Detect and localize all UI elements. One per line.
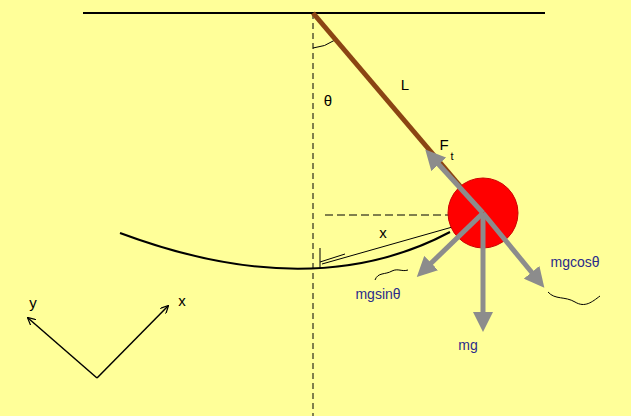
force-label: mgsinθ [355,287,400,301]
angle-label: θ [324,93,332,108]
force-label: mg [458,338,477,352]
tangent-component-arrow [424,213,483,270]
horizontal-reference [325,215,450,216]
vertical-reference [313,13,314,416]
displacement-tick [320,248,345,268]
angle-arc [313,40,335,48]
rod [313,13,483,213]
normal-component-arrow [483,213,538,280]
leader-squiggle [375,270,408,280]
axis-label: x [178,293,186,308]
tension-arrow [432,157,483,213]
tension-subscript: t [450,151,453,162]
axis-label: y [29,295,37,310]
x-axis [97,306,168,378]
leader-squiggle [548,292,600,304]
displacement-label: x [379,225,387,240]
weight-arrow [481,213,486,322]
displacement-line [322,222,470,264]
length-label: L [401,77,409,92]
swing-path [120,232,450,269]
y-axis [28,318,97,378]
tension-label: F [439,137,448,152]
force-label: mgcosθ [550,255,599,269]
